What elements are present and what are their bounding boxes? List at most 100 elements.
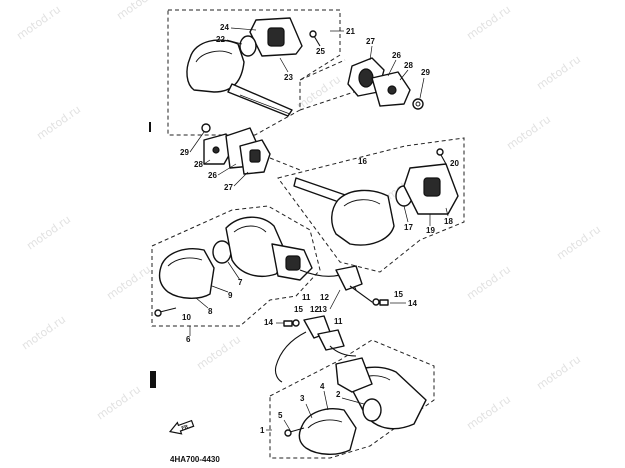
bolt-15-upper — [372, 298, 380, 306]
callout-12: 12 — [310, 305, 319, 314]
leader-line — [211, 285, 229, 293]
leader-line — [341, 397, 365, 405]
watermark-text: motod.ru — [194, 333, 243, 373]
spacer-hole — [212, 146, 220, 154]
callout-17: 17 — [404, 223, 413, 232]
screw-head — [284, 429, 292, 437]
screw-head — [436, 148, 444, 156]
assembly-guide-line — [269, 157, 301, 171]
callout-14: 14 — [408, 299, 417, 308]
callout-11: 11 — [334, 317, 343, 326]
harness-wire — [274, 331, 307, 383]
watermark-text: motod.ru — [504, 113, 553, 153]
leader-line — [369, 45, 373, 61]
flasher-lens — [298, 408, 357, 455]
leader-line — [217, 163, 237, 176]
front-mark-label: FR — [181, 424, 190, 432]
watermark-text: motod.ru — [104, 263, 153, 303]
assembly-1-group: 2 4 3 5 1 — [260, 339, 435, 459]
leader-line — [399, 69, 409, 81]
leader-line — [445, 207, 449, 217]
watermark-text: motod.ru — [19, 313, 68, 353]
stalk-line — [239, 94, 291, 115]
callout-29: 29 — [421, 68, 430, 77]
leader-line — [227, 261, 241, 281]
flasher-lens-highlight — [195, 50, 233, 63]
watermark-text: motod.ru — [464, 393, 513, 433]
flasher-lens-highlight — [343, 199, 381, 207]
spacer-hole — [387, 85, 397, 95]
watermark-text: motod.ru — [554, 223, 603, 263]
callout-5: 5 — [278, 411, 283, 420]
grommet-socket — [249, 149, 261, 163]
leader-line — [233, 171, 249, 187]
drawing-code: 4HA700-4430 — [170, 455, 220, 464]
callout-23: 23 — [284, 73, 293, 82]
callout-22: 22 — [216, 35, 225, 44]
callout-20: 20 — [450, 159, 459, 168]
callout-4: 4 — [320, 382, 325, 391]
grommet-set-middle: 29 28 26 27 — [180, 123, 301, 192]
flasher-bulb — [239, 35, 257, 57]
callout-29: 29 — [180, 148, 189, 157]
watermark-text: motod.ru — [94, 383, 143, 423]
assembly-1-boundary — [269, 339, 435, 459]
assembly-21-group: 24 22 21 25 23 — [167, 9, 355, 136]
assembly-16-boundary — [277, 137, 465, 273]
housing-highlight — [233, 225, 267, 233]
callout-16: 16 — [358, 157, 367, 166]
screw-shaft — [313, 35, 321, 47]
watermark-text: motod.ru — [114, 0, 163, 22]
wiring-harness: 15 14 11 12 13 14 15 12 11 — [264, 265, 417, 383]
watermark-text: motod.ru — [464, 263, 513, 303]
screw-shaft — [289, 427, 305, 433]
flasher-lens — [158, 248, 215, 299]
watermark-text: motod.ru — [464, 3, 513, 43]
connector-11-upper — [335, 265, 363, 291]
leader-line — [279, 57, 289, 73]
front-direction-indicator: FR — [168, 419, 195, 435]
edge-mark — [149, 122, 151, 132]
leader-line — [305, 403, 313, 419]
nut-29 — [201, 123, 211, 133]
callout-3: 3 — [300, 394, 305, 403]
nut-29 — [412, 98, 424, 110]
watermark-text: motod.ru — [24, 213, 73, 253]
callout-12: 12 — [320, 293, 329, 302]
callout-7: 7 — [238, 278, 243, 287]
callout-2: 2 — [336, 390, 341, 399]
callout-19: 19 — [426, 226, 435, 235]
screw-head — [154, 309, 162, 317]
watermark-text: motod.ru — [14, 3, 63, 43]
callout-24: 24 — [220, 23, 229, 32]
assembly-6-boundary — [151, 205, 321, 327]
connector-11-lower — [317, 329, 345, 351]
grommet-hole — [358, 68, 374, 88]
callout-28: 28 — [404, 61, 413, 70]
callout-6: 6 — [186, 335, 191, 344]
leader-line — [323, 390, 329, 411]
flasher-bracket — [335, 357, 373, 393]
nut-14-lower — [283, 320, 293, 327]
callout-8: 8 — [208, 307, 213, 316]
leader-line — [189, 131, 205, 153]
callout-28: 28 — [194, 160, 203, 169]
screw-shaft — [440, 154, 447, 165]
connector-socket — [285, 255, 301, 271]
watermark-text: motod.ru — [34, 103, 83, 143]
callout-15: 15 — [394, 290, 403, 299]
bracket-socket — [423, 177, 441, 197]
leader-line — [403, 205, 409, 223]
callout-21: 21 — [346, 27, 355, 36]
assembly-guide-line — [299, 89, 361, 111]
assembly-16-group: 16 20 17 19 18 — [277, 137, 465, 273]
screw-shaft — [159, 307, 177, 313]
leader-line — [195, 297, 209, 309]
lens-highlight — [167, 257, 203, 267]
lens-highlight — [307, 419, 343, 429]
callout-11: 11 — [302, 293, 311, 302]
callout-27: 27 — [224, 183, 233, 192]
leader-line — [419, 77, 425, 99]
nut-hole — [415, 101, 421, 107]
leader-line — [387, 59, 397, 77]
